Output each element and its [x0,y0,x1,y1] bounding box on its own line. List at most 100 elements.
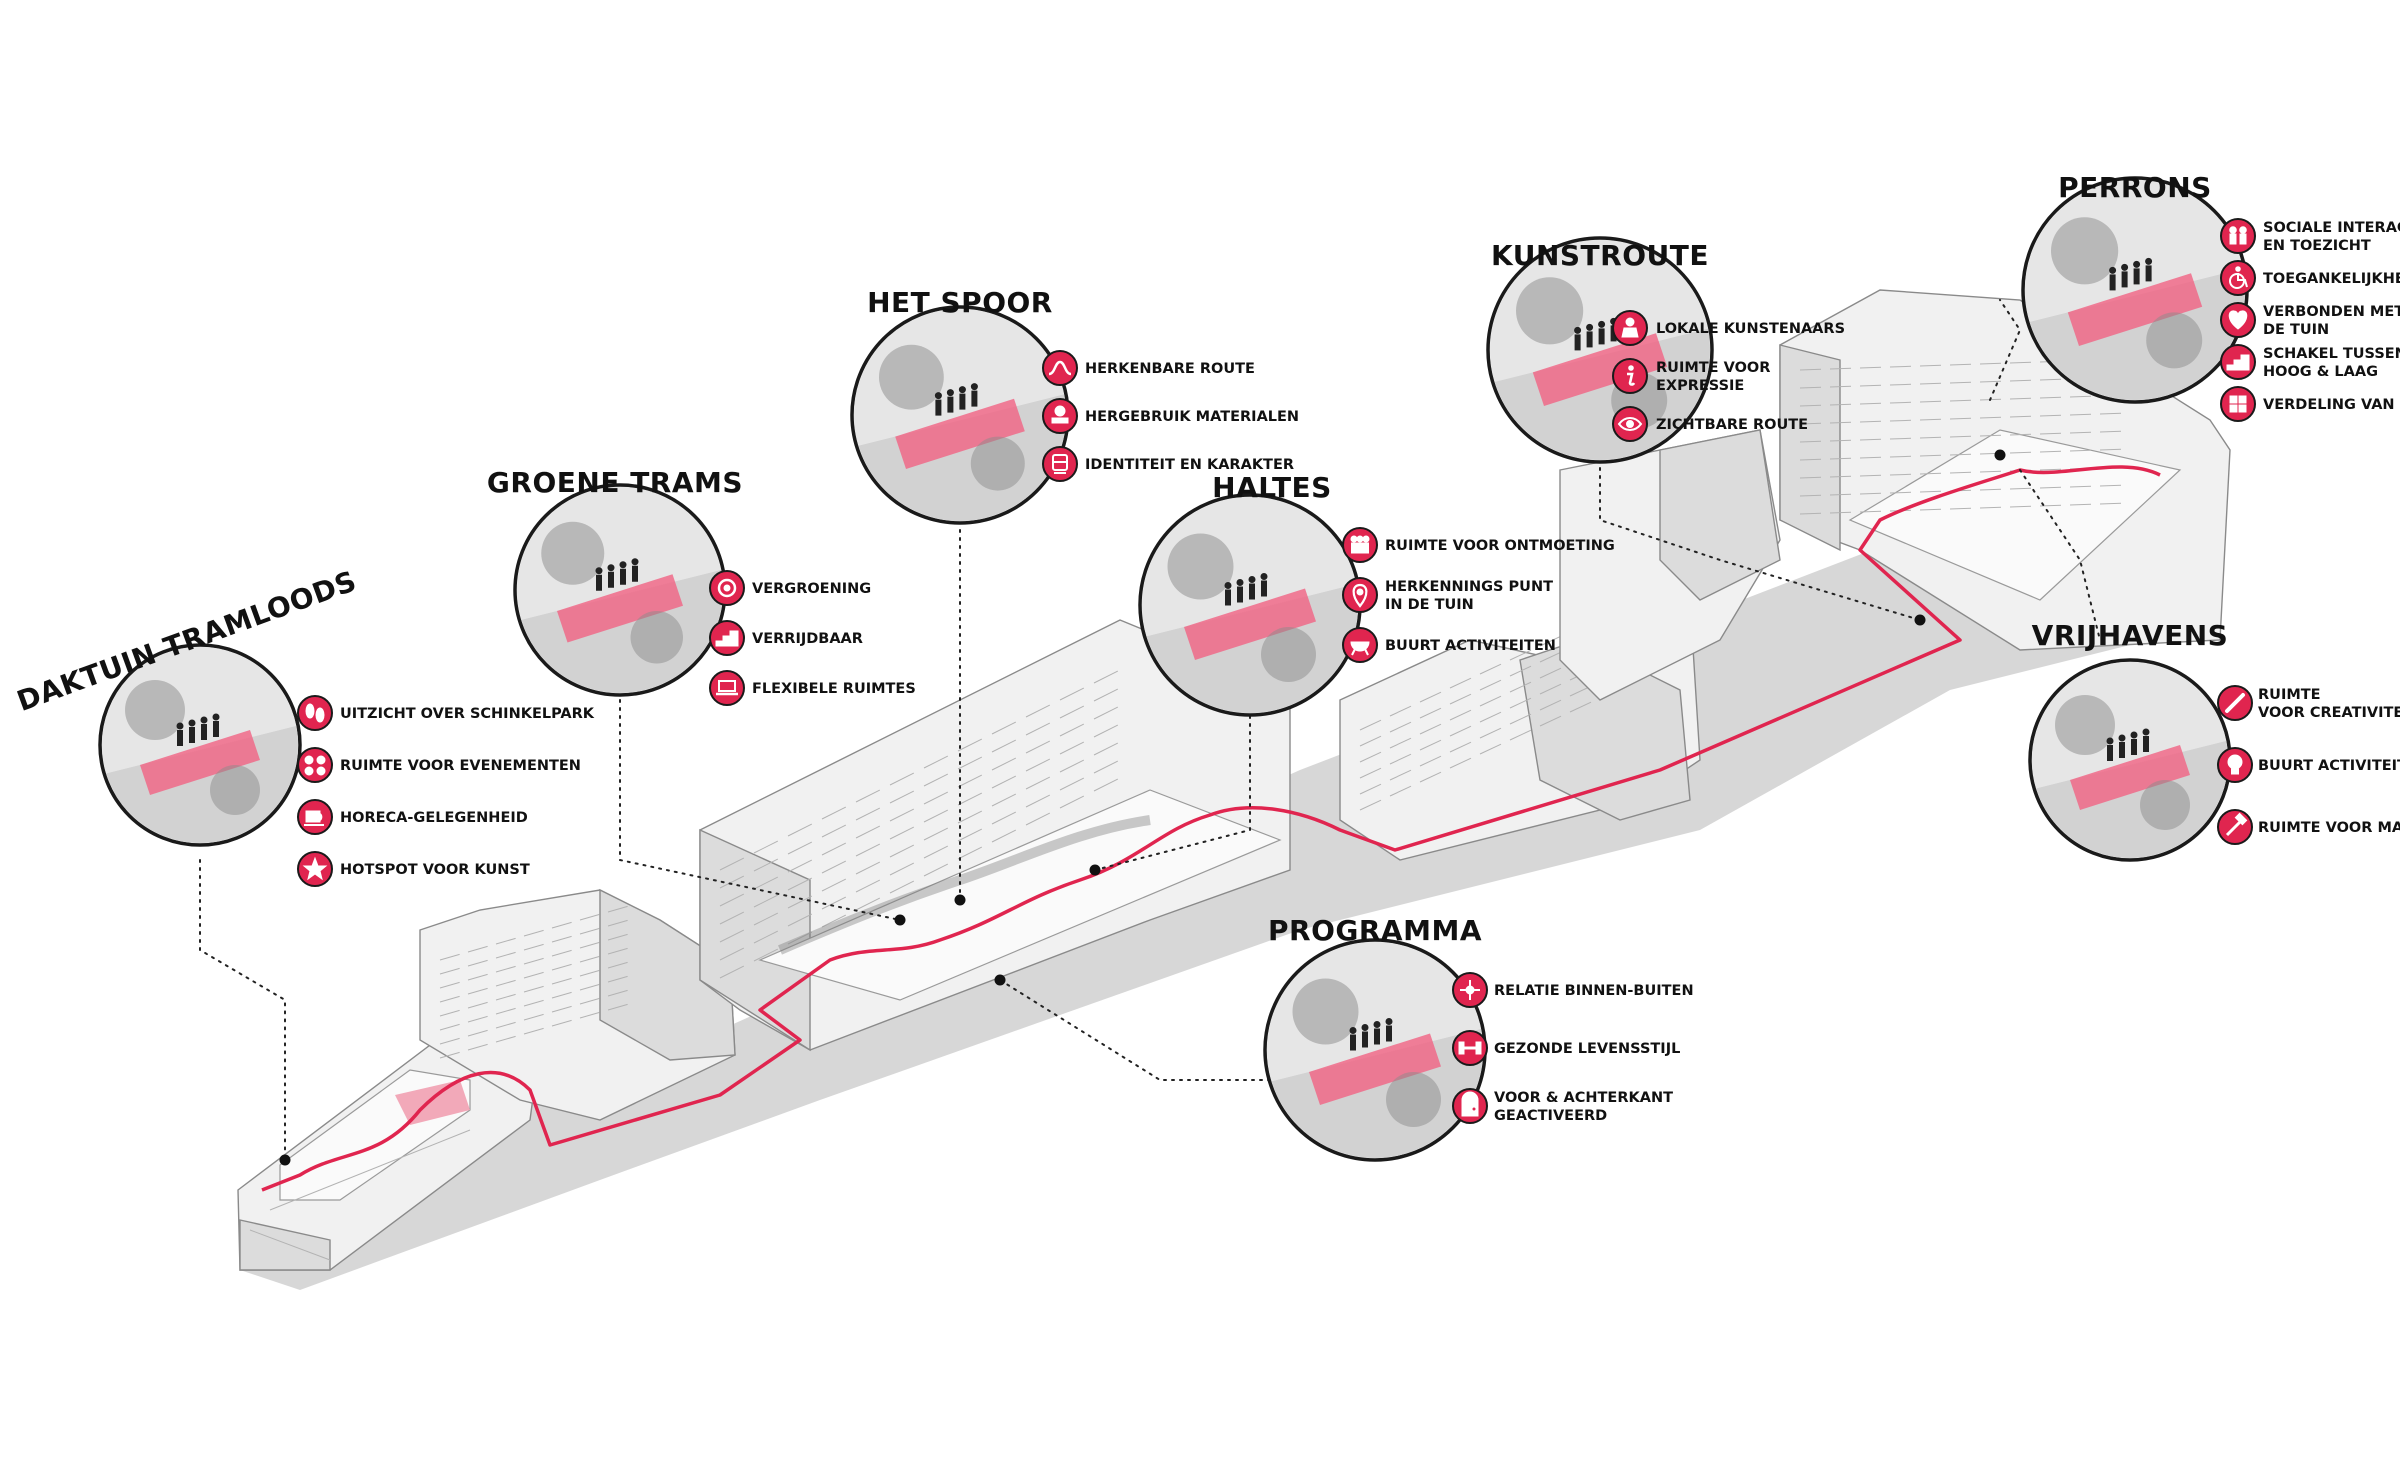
star-icon [302,856,328,881]
callout-title: PERRONS [2058,171,2212,204]
feature-label: HERGEBRUIK MATERIALEN [1085,409,1299,425]
feature-label: GEZONDE LEVENSSTIJL [1494,1041,1680,1057]
dumbbell-icon [1458,1041,1482,1055]
feature-label: RELATIE BINNEN-BUITEN [1494,983,1694,999]
feature-item: RUIMTE VOOR MAKERS [2217,809,2400,845]
footprints-icon [305,703,325,723]
people-icon [1350,535,1370,554]
feature-label: FLEXIBELE RUIMTES [752,681,916,697]
coffee-cup-icon [304,810,324,826]
leader-dots [279,449,2006,1166]
grid-icon [2229,395,2247,413]
feature-item: RELATIE BINNEN-BUITEN [1452,972,1694,1008]
feature-item: IDENTITEIT EN KARAKTER [1042,446,1294,482]
crowd-icon [304,755,326,776]
feature-label: LOKALE KUNSTENAARS [1656,321,1845,337]
feature-label: VERDELING VAN RUIMTES [2263,397,2400,413]
feature-item: RUIMTE VOOR EVENEMENTEN [297,747,581,783]
feature-item: BUURT ACTIVITEITEN [1342,627,1556,663]
callout-groene-trams: GROENE TRAMS VERGROENING VERRIJDBAAR FLEXIB… [487,466,916,706]
feature-label: HOTSPOT VOOR KUNST [340,862,530,878]
vignette-scene [2025,180,2245,400]
feature-item: UITZICHT OVER SCHINKELPARK [297,695,595,731]
hammer-icon [2225,812,2248,837]
tram-icon [1052,454,1068,474]
callout-title: PROGRAMMA [1268,914,1482,947]
callout-title: GROENE TRAMS [487,466,743,499]
feature-item: FLEXIBELE RUIMTES [709,670,916,706]
callout-title: HET SPOOR [867,286,1053,319]
feature-label: SOCIALE INTERACTIEEN TOEZICHT [2263,220,2400,254]
feature-label: ZICHTBARE ROUTE [1656,417,1808,433]
building-mass [237,289,2231,1290]
callout-het-spoor: HET SPOOR HERKENBARE ROUTE HERGEBRUIK MATE… [850,286,1299,525]
feature-label: HORECA-GELEGENHEID [340,810,528,826]
feature-label: IDENTITEIT EN KARAKTER [1085,457,1294,473]
compass-icon [1460,980,1480,1000]
vignette-scene [854,309,1066,521]
feature-label: BUURT ACTIVITEITEN [1385,638,1556,654]
callout-perrons: PERRONS SOCIALE INTERACTIEEN TOEZICHT TOEG… [2021,171,2400,422]
feature-label: RUIMTE VOOR MAKERS [2258,820,2400,836]
walking-route [261,465,2161,1192]
feature-label: VERRIJDBAAR [752,631,863,647]
info-icon [1627,365,1636,386]
feature-label: RUIMTE VOOR ONTMOETING [1385,538,1615,554]
feature-item: GEZONDE LEVENSSTIJL [1452,1030,1680,1066]
callout-title: KUNSTROUTE [1491,239,1709,272]
feature-item: VERRIJDBAAR [709,620,863,656]
feature-item: HOTSPOT VOOR KUNST [297,851,530,887]
vignette-scene [517,487,723,693]
wheelchair-icon [2229,266,2248,289]
feature-label: TOEGANKELIJKHEID [2263,271,2400,287]
callout-haltes: HALTES RUIMTE VOOR ONTMOETING HERKENNINGS … [1138,471,1615,717]
feature-item: BUURT ACTIVITEITEN [2217,747,2400,783]
route-icon [1048,360,1072,376]
vignette-scene [2032,662,2228,858]
vignette-scene [1490,240,1710,460]
feature-item: HORECA-GELEGENHEID [297,799,528,835]
feature-item: SOCIALE INTERACTIEEN TOEZICHT [2220,218,2400,254]
feature-label: UITZICHT OVER SCHINKELPARK [340,706,595,722]
stairs-icon [715,630,739,647]
feature-item: TOEGANKELIJKHEID [2220,260,2400,296]
heart-icon [2228,310,2248,330]
eye-icon [1617,417,1643,431]
stamp-icon [1051,405,1069,424]
group-icon [2229,226,2247,245]
door-icon [1461,1091,1479,1117]
barbecue-icon [1350,641,1370,656]
laptop-icon [716,680,738,696]
feature-label: HERKENBARE ROUTE [1085,361,1255,377]
callout-title: HALTES [1212,471,1332,504]
feature-item: HERGEBRUIK MATERIALEN [1042,398,1299,434]
callout-programma: PROGRAMMA RELATIE BINNEN-BUITEN GEZONDE LE… [1263,914,1694,1162]
feature-label: BUURT ACTIVITEITEN [2258,758,2400,774]
callout-title: VRIJHAVENS [2032,619,2229,652]
feature-item: ZICHTBARE ROUTE [1612,406,1808,442]
feature-label: RUIMTE VOOR EVENEMENTEN [340,758,581,774]
feature-item: LOKALE KUNSTENAARS [1612,310,1845,346]
stairs-icon [2226,354,2250,371]
leader-lines [199,299,2101,1161]
feature-label: VERGROENING [752,581,871,597]
vignette-scene [1267,942,1483,1158]
plant-icon [717,578,737,598]
artist-icon [1621,317,1639,338]
vignette-scene [1142,497,1358,713]
feature-item: RUIMTE VOOR ONTMOETING [1342,527,1615,563]
feature-item: HERKENBARE ROUTE [1042,350,1255,386]
